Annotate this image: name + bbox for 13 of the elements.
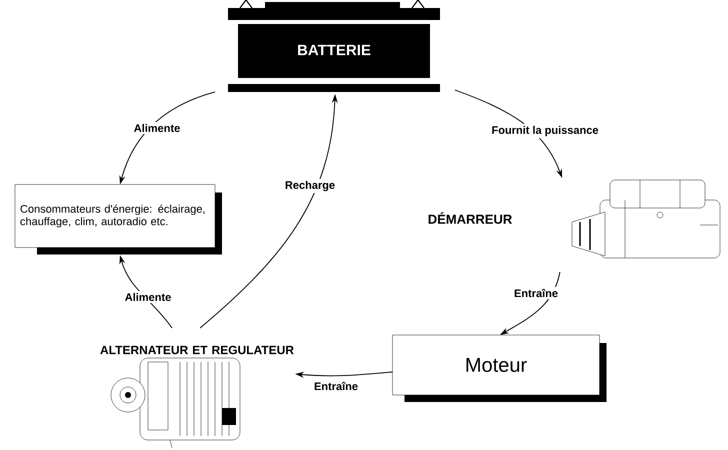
node-label: ALTERNATEUR ET REGULATEUR	[100, 346, 294, 354]
edge-label: Recharge	[282, 178, 338, 194]
edge-label: Alimente	[122, 290, 174, 304]
starter-drawing: DÉMARREUR	[428, 180, 720, 258]
text-box: Consommateurs d'énergie: éclairage, chauffage, clim, autoradio etc.	[14, 184, 222, 254]
alternator-drawing: ALTERNATEUR ET REGULATEUR	[100, 346, 294, 448]
edge-label: Entraîne	[512, 286, 560, 300]
edge-label: Fournit la puissance	[490, 124, 600, 138]
edge-label: Alimente	[132, 122, 182, 134]
battery-drawing: BATTERIE	[228, 0, 440, 92]
node-label: DÉMARREUR	[428, 212, 512, 224]
process-box: Moteur	[392, 334, 606, 402]
edge-label: Entraîne	[312, 380, 360, 392]
